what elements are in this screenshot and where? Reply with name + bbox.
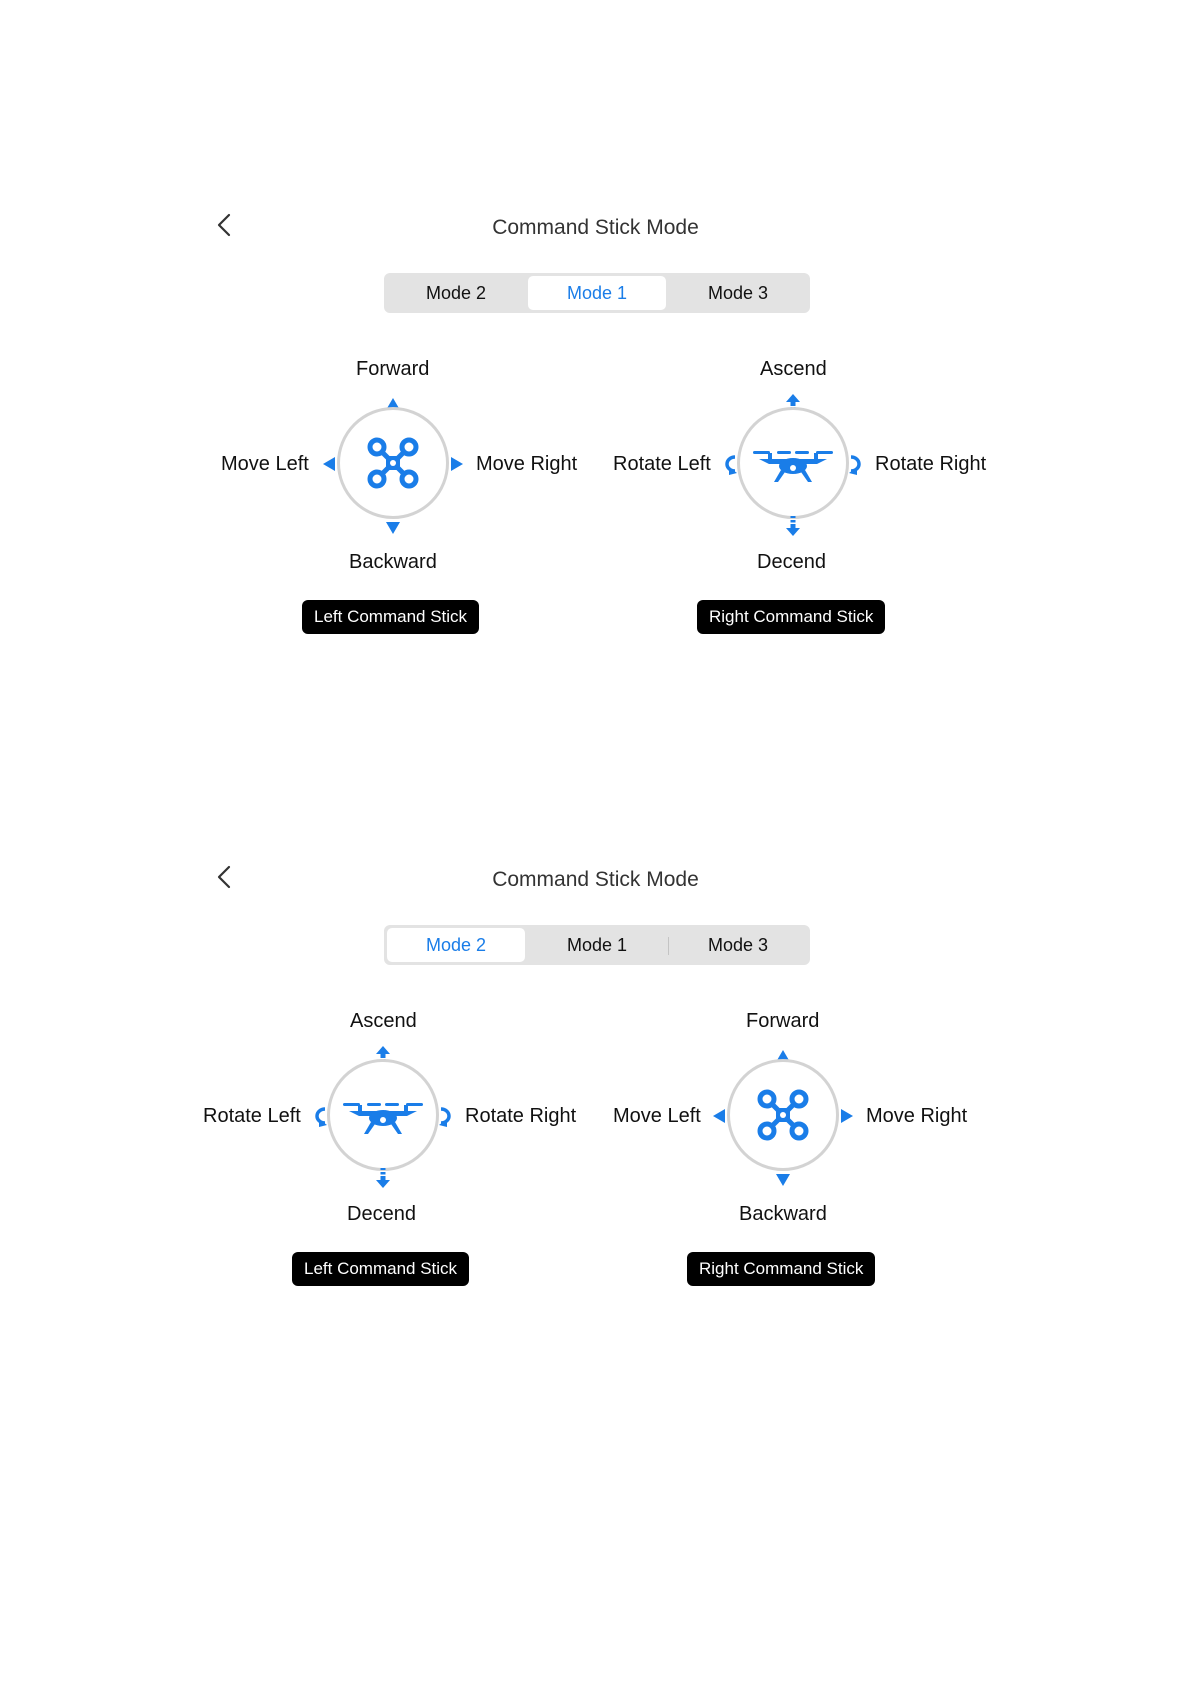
- left-command-stick-caption: Left Command Stick: [292, 1252, 470, 1286]
- left-command-stick-diagram: Ascend Rotate Left Ro: [183, 1007, 583, 1287]
- stick-ring: [727, 1059, 839, 1171]
- page-title: Command Stick Mode: [492, 868, 699, 891]
- descend-arrow-icon: [786, 516, 800, 536]
- tab-mode-3[interactable]: Mode 3: [707, 283, 769, 303]
- arrow-left-icon: [713, 1109, 725, 1123]
- right-command-stick-caption: Right Command Stick: [697, 600, 886, 634]
- label-top: Ascend: [350, 1010, 417, 1032]
- label-bottom: Decend: [757, 551, 826, 573]
- tab-mode-1[interactable]: Mode 1: [566, 935, 628, 955]
- back-chevron-icon[interactable]: [214, 212, 236, 238]
- label-top: Forward: [356, 358, 430, 380]
- label-right: Rotate Right: [875, 453, 987, 475]
- tab-mode-3[interactable]: Mode 3: [707, 935, 769, 955]
- right-command-stick-diagram: Ascend Rotate Left Ro: [593, 355, 993, 635]
- segment-divider: [668, 937, 669, 955]
- label-top: Ascend: [760, 358, 827, 380]
- arrow-down-icon: [386, 522, 400, 534]
- command-stick-screen-mode2: Command Stick Mode Mode 2 Mode 1 Mode 3 …: [0, 652, 1191, 1286]
- label-right: Move Right: [476, 453, 578, 475]
- tab-mode-2[interactable]: Mode 2: [425, 283, 487, 303]
- label-top: Forward: [746, 1010, 820, 1032]
- arrow-right-icon: [451, 457, 463, 471]
- label-left: Rotate Left: [613, 453, 711, 475]
- label-left: Move Left: [221, 453, 309, 475]
- mode-segmented-control: Mode 2 Mode 1 Mode 3: [384, 925, 810, 965]
- right-command-stick-caption: Right Command Stick: [687, 1252, 876, 1286]
- arrow-right-icon: [841, 1109, 853, 1123]
- arrow-left-icon: [323, 457, 335, 471]
- page-title: Command Stick Mode: [492, 216, 699, 239]
- quadcopter-top-icon: [757, 1089, 809, 1141]
- right-command-stick-diagram: Forward Move Left Move Right Backward Ri…: [583, 1007, 983, 1287]
- tab-mode-1[interactable]: Mode 1: [528, 276, 666, 310]
- left-command-stick-diagram: Forward Move Left Move Right Backward Le…: [193, 355, 593, 635]
- label-bottom: Backward: [349, 551, 437, 573]
- quadcopter-top-icon: [367, 437, 419, 489]
- rotate-right-icon: [439, 1107, 451, 1127]
- drone-front-icon: [753, 451, 833, 482]
- command-stick-screen-mode1: Command Stick Mode Mode 2 Mode 1 Mode 3 …: [0, 0, 1191, 634]
- descend-arrow-icon: [376, 1168, 390, 1188]
- tab-mode-2[interactable]: Mode 2: [387, 928, 525, 962]
- mode-segmented-control: Mode 2 Mode 1 Mode 3: [384, 273, 810, 313]
- label-right: Rotate Right: [465, 1105, 577, 1127]
- arrow-down-icon: [776, 1174, 790, 1186]
- label-left: Move Left: [613, 1105, 701, 1127]
- label-right: Move Right: [866, 1105, 968, 1127]
- label-bottom: Backward: [739, 1203, 827, 1225]
- label-bottom: Decend: [347, 1203, 416, 1225]
- label-left: Rotate Left: [203, 1105, 301, 1127]
- rotate-right-icon: [849, 455, 861, 475]
- drone-front-icon: [343, 1103, 423, 1134]
- rotate-left-icon: [725, 455, 737, 475]
- back-chevron-icon[interactable]: [214, 864, 236, 890]
- rotate-left-icon: [315, 1107, 327, 1127]
- left-command-stick-caption: Left Command Stick: [302, 600, 480, 634]
